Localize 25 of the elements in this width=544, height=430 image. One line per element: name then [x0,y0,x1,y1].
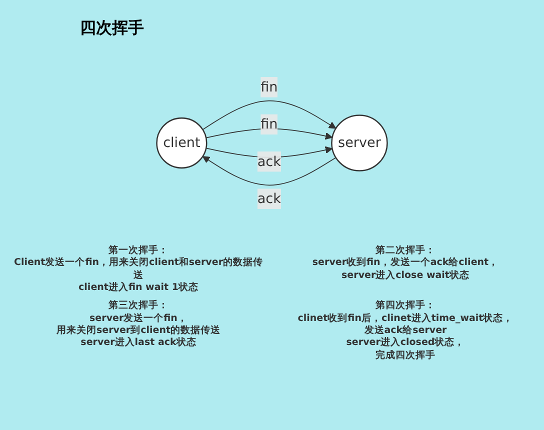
note-text: 完成四次挥手 [376,350,436,362]
node-circle: client [156,117,208,169]
arrow [202,100,336,130]
arrow [206,146,333,158]
note-text: server进入closed状态， [346,337,465,350]
edge-label: fin [260,78,278,95]
note-text: 用来关闭server到client的数据传送 [56,325,220,336]
note-text: server发送一个fin， [90,312,188,325]
note-text: 发送ack给server [364,325,447,336]
arrow [206,128,333,140]
note-text: 第三次挥手： [108,300,168,313]
note-text: 第二次挥手： [376,245,436,257]
edge-label: ack [257,153,281,170]
note-text: server进入last ack状态 [80,337,196,350]
title: 四次挥手 [80,18,144,39]
node-circle: server [331,114,388,172]
edge-label: ack [257,190,281,206]
note-text: 第一次挥手： [108,245,168,256]
arrow [202,156,336,186]
note-text: client进入fin wait 1状态 [78,282,198,294]
note-text: server收到fin，发送一个ack给client， [312,257,499,270]
note-text: 第四次挥手： [376,300,436,312]
note-text: server进入close wait状态 [342,270,470,282]
note-text: clinet收到fin后，clinet进入time_wait状态， [298,312,514,325]
edge-label: fin [260,116,278,132]
